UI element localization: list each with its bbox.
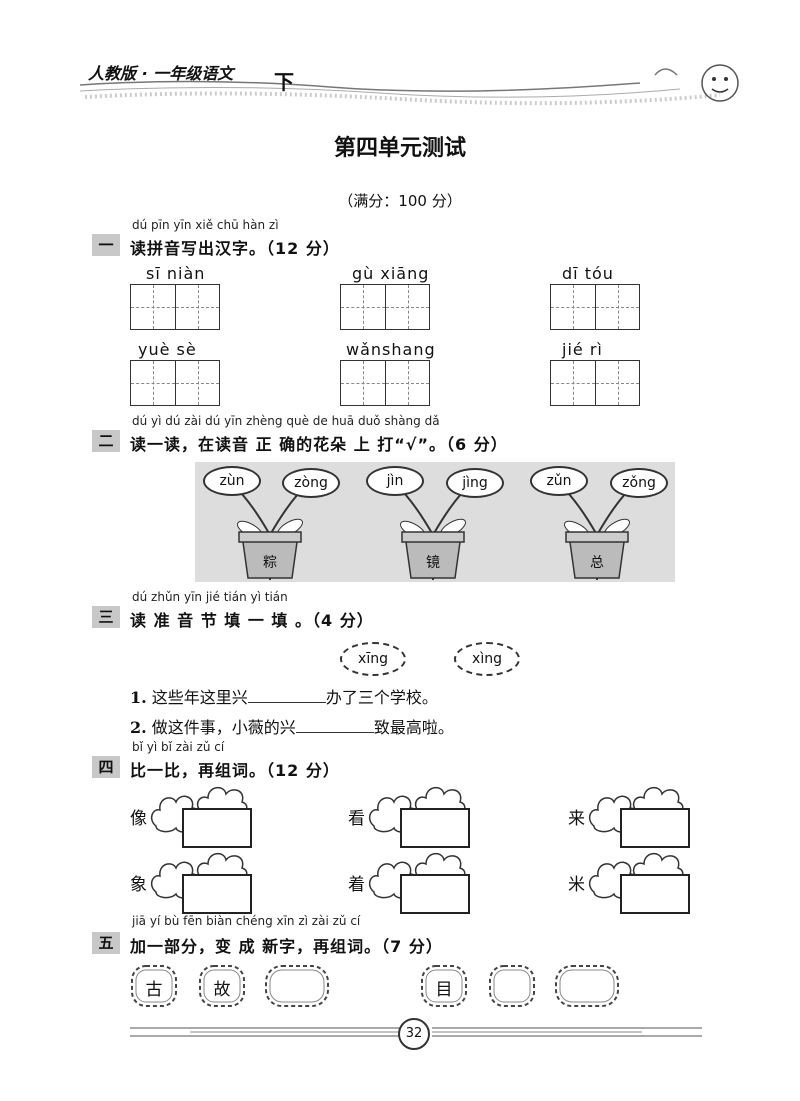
writing-grid-2[interactable] [340,284,430,330]
footer-line-right [432,1027,702,1037]
compare-char-3: 来 [568,809,585,829]
flower-3-right-option[interactable]: zǒng [610,468,668,498]
question-2-text-b: 致最高啦。 [373,718,454,737]
question-2-text-a: 做这件事，小薇的兴 [151,718,296,737]
word-pinyin-1: sī niàn [146,264,206,283]
option-xing4[interactable]: xìng [454,642,520,676]
leaf-frame-6[interactable] [552,962,622,1010]
word-pinyin-6: jié rì [562,340,603,359]
pot-2-char: 镜 [426,555,440,571]
leaf-wreath-icon [489,965,535,1007]
cloud-icon [414,852,466,877]
section-4-title: 比一比，再组词。（12 分） [130,761,340,780]
compare-char-4: 象 [130,875,147,895]
answer-box[interactable] [620,808,690,848]
question-2: 2. 做这件事，小薇的兴 致最高啦。 [130,714,454,738]
leaf-wreath-icon [265,965,329,1007]
section-1-title: 读拼音写出汉字。（12 分） [130,239,340,258]
cloud-icon [196,786,248,811]
cloud-icon [196,852,248,877]
page-title: 第四单元测试 [333,136,466,161]
writing-grid-1[interactable] [130,284,220,330]
question-1: 1. 这些年这里兴 办了三个学校。 [130,684,438,708]
frame-char-2: 故 [213,980,231,1000]
leaf-frame-5[interactable] [486,962,538,1010]
question-2-number: 2. [130,718,147,737]
flower-1-left-option[interactable]: zùn [203,466,261,496]
section-2-number: 二 [92,430,120,452]
leaf-wreath-icon [131,965,177,1007]
section-3-title: 读 准 音 节 填 一 填 。（4 分） [130,611,374,630]
pot-3-char: 总 [590,555,604,571]
section-1-pinyin: dú pīn yīn xiě chū hàn zì [132,218,279,232]
section-2-pinyin: dú yì dú zài dú yīn zhèng què de huā duǒ… [132,414,440,428]
leaf-wreath-icon [555,965,619,1007]
compare-char-2: 看 [348,809,365,829]
section-5-title: 加一部分，变 成 新字，再组词。（7 分） [130,937,443,956]
question-1-blank[interactable] [247,702,326,703]
answer-box[interactable] [400,874,470,914]
question-1-text-a: 这些年这里兴 [151,688,248,707]
section-4-pinyin: bǐ yì bǐ zài zǔ cí [132,740,225,754]
leaf-frame-3[interactable] [262,962,332,1010]
section-1-number: 一 [92,234,120,256]
section-5-number: 五 [92,932,120,954]
question-1-text-b: 办了三个学校。 [325,688,438,707]
writing-grid-3[interactable] [550,284,640,330]
leaf-wreath-icon [199,965,245,1007]
pot-1-char: 粽 [263,555,277,571]
flower-pot-2 [395,484,471,580]
leaf-wreath-icon [421,965,467,1007]
leaf-frame-2[interactable]: 故 [196,962,248,1010]
word-pinyin-4: yuè sè [138,340,197,359]
leaf-frame-4[interactable]: 目 [418,962,470,1010]
footer-line-left [130,1027,400,1037]
answer-box[interactable] [182,874,252,914]
question-1-number: 1. [130,688,147,707]
writing-grid-5[interactable] [340,360,430,406]
compare-char-6: 米 [568,875,585,895]
section-3-pinyin: dú zhǔn yīn jié tián yì tián [132,590,288,604]
answer-box[interactable] [182,808,252,848]
section-3-number: 三 [92,606,120,628]
header-series: 人教版 · 一年级语文 [88,64,234,83]
word-pinyin-5: wǎnshang [346,340,436,359]
header-volume: 下 [274,70,294,94]
section-2-title: 读一读，在读音 正 确的花朵 上 打“√”。（6 分） [130,435,508,454]
answer-box[interactable] [400,808,470,848]
cloud-icon [632,852,684,877]
compare-char-1: 像 [130,809,147,829]
section-4-number: 四 [92,756,120,778]
flower-3-left-option[interactable]: zǔn [530,466,588,496]
section-5-pinyin: jiā yí bù fēn biàn chéng xīn zì zài zǔ c… [132,914,361,928]
full-score: （满分：100 分） [338,192,462,210]
word-pinyin-3: dī tóu [562,264,614,283]
flower-2-right-option[interactable]: jìng [446,468,504,498]
cloud-icon [632,786,684,811]
question-2-blank[interactable] [295,732,374,733]
word-pinyin-2: gù xiāng [352,264,430,283]
leaf-frame-1[interactable]: 古 [128,962,180,1010]
header-decoration [80,64,739,106]
compare-char-5: 着 [348,875,365,895]
frame-char-4: 目 [435,980,453,1000]
page-number: 32 [398,1018,430,1050]
option-xing1[interactable]: xīng [340,642,406,676]
writing-grid-4[interactable] [130,360,220,406]
frame-char-1: 古 [145,980,163,1000]
writing-grid-6[interactable] [550,360,640,406]
cloud-icon [414,786,466,811]
answer-box[interactable] [620,874,690,914]
flower-1-right-option[interactable]: zòng [282,468,340,498]
flower-2-left-option[interactable]: jìn [366,466,424,496]
